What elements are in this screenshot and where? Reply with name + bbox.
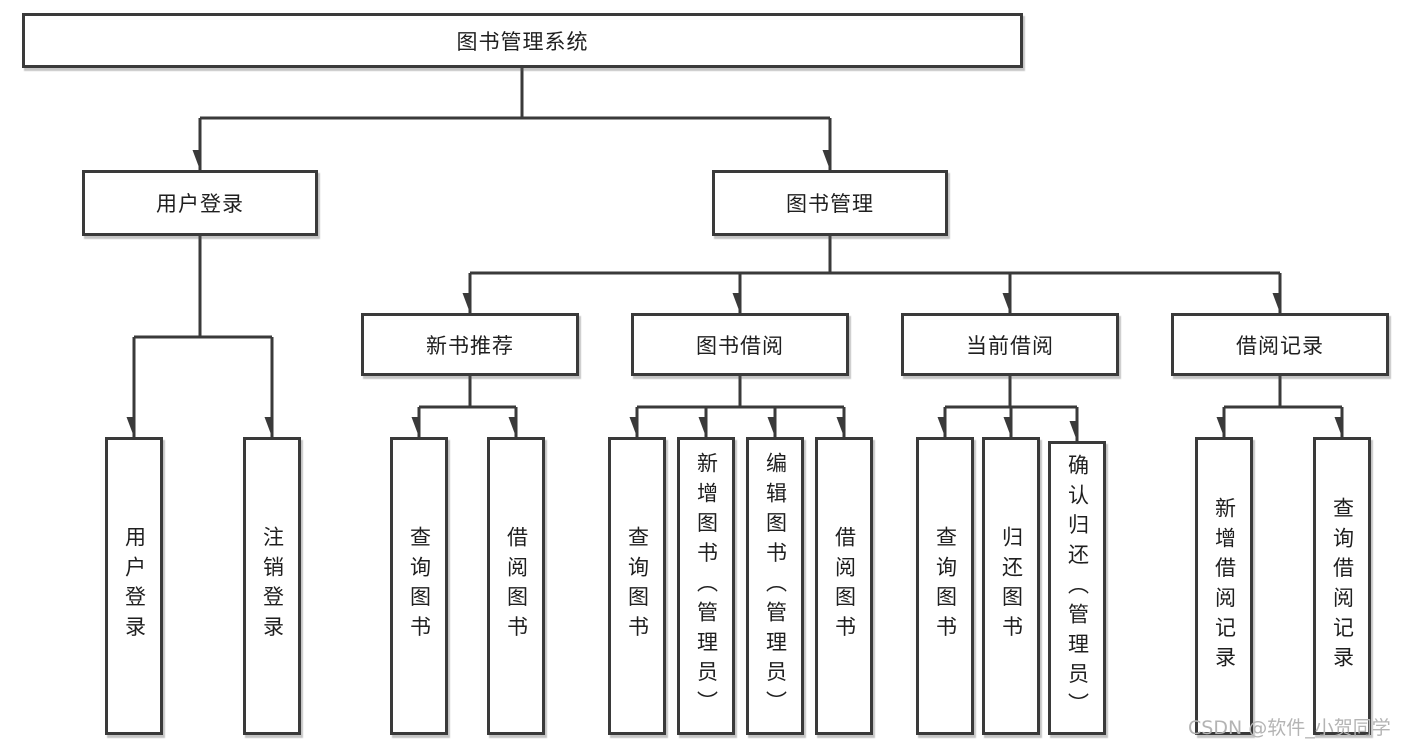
leaf-recommend-borrow-books: 借阅图书 [487,437,545,735]
node-system-root: 图书管理系统 [22,13,1023,68]
leaf-borrow-query-books: 查询图书 [608,437,666,735]
leaf-records-add-record: 新增借阅记录 [1195,437,1253,735]
leaf-recommend-query-books-label: 查询图书 [407,526,432,646]
node-user-login-module-label: 用户登录 [156,192,244,216]
leaf-recommend-query-books: 查询图书 [390,437,448,735]
leaf-current-query-books: 查询图书 [916,437,974,735]
node-current-borrow: 当前借阅 [901,313,1119,376]
leaf-borrow-query-books-label: 查询图书 [625,526,650,646]
leaf-current-confirm-return-label: 确认归还（管理员） [1065,453,1090,723]
leaf-borrow-add-books: 新增图书（管理员） [677,437,735,735]
node-book-management-module-label: 图书管理 [786,192,874,216]
leaf-borrow-borrow-books: 借阅图书 [815,437,873,735]
leaf-borrow-add-books-label: 新增图书（管理员） [694,451,719,721]
leaf-records-query-record: 查询借阅记录 [1313,437,1371,735]
leaf-logout-label: 注销登录 [260,526,285,646]
leaf-current-return-books: 归还图书 [982,437,1040,735]
leaf-borrow-borrow-books-label: 借阅图书 [832,526,857,646]
csdn-watermark: CSDN @软件_小贺同学 [1188,717,1391,739]
node-user-login-module: 用户登录 [82,170,318,236]
leaf-logout: 注销登录 [243,437,301,735]
node-new-book-recommend-label: 新书推荐 [426,333,514,358]
leaf-borrow-edit-books: 编辑图书（管理员） [746,437,804,735]
node-current-borrow-label: 当前借阅 [966,333,1054,358]
leaf-user-login-label: 用户登录 [122,526,147,646]
node-book-borrow: 图书借阅 [631,313,849,376]
node-borrow-records: 借阅记录 [1171,313,1389,376]
leaf-records-query-record-label: 查询借阅记录 [1330,496,1355,676]
leaf-recommend-borrow-books-label: 借阅图书 [504,526,529,646]
node-book-borrow-label: 图书借阅 [696,333,784,358]
node-book-management-module: 图书管理 [712,170,948,236]
leaf-records-add-record-label: 新增借阅记录 [1212,496,1237,676]
node-borrow-records-label: 借阅记录 [1236,333,1324,358]
leaf-user-login: 用户登录 [105,437,163,735]
node-new-book-recommend: 新书推荐 [361,313,579,376]
leaf-current-return-books-label: 归还图书 [999,526,1024,646]
node-system-root-label: 图书管理系统 [456,29,589,54]
leaf-borrow-edit-books-label: 编辑图书（管理员） [763,451,788,721]
leaf-current-query-books-label: 查询图书 [933,526,958,646]
leaf-current-confirm-return: 确认归还（管理员） [1048,441,1106,735]
